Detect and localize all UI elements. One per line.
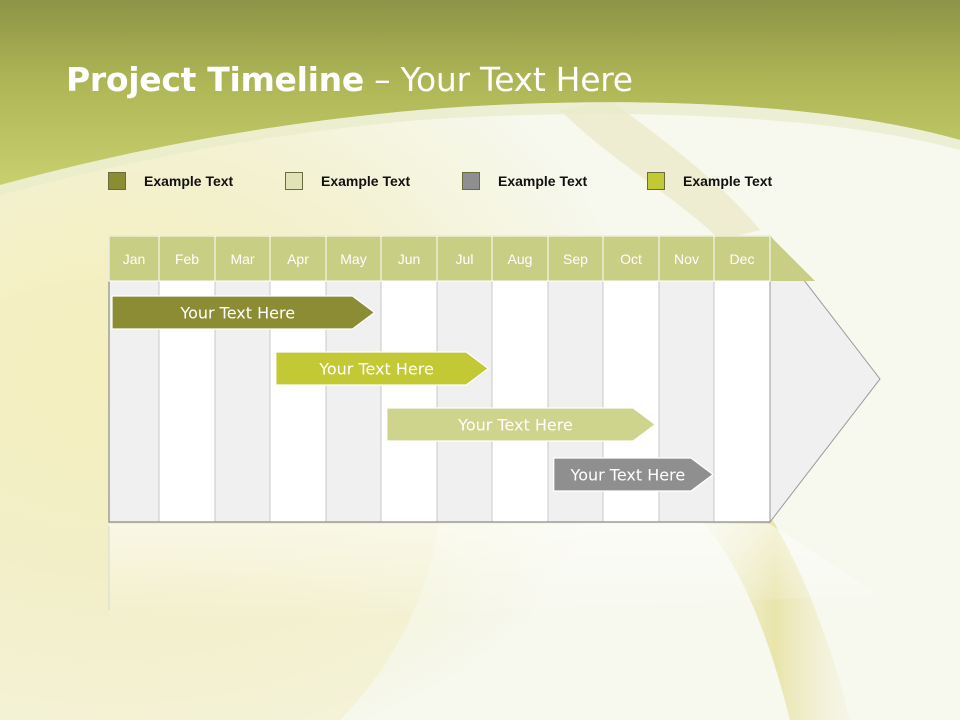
legend-swatch-3: [462, 172, 480, 190]
task-label: Your Text Here: [570, 466, 686, 485]
month-header-cell: [658, 235, 715, 282]
arrow-head-band: [770, 236, 815, 281]
legend-swatch-2: [285, 172, 303, 190]
month-header-cell: [158, 235, 216, 282]
legend-swatch-1: [108, 172, 126, 190]
task-label: Your Text Here: [457, 416, 573, 435]
title-bold: Project Timeline: [66, 60, 364, 99]
month-column: [713, 280, 771, 523]
month-column: [380, 280, 438, 523]
month-header-row: Jan Feb Mar Apr May Jun Jul Aug Sep Oct Nov Dec: [108, 235, 771, 282]
month-label: Feb: [175, 251, 199, 267]
month-label: Oct: [620, 251, 642, 267]
month-label: Nov: [674, 251, 699, 267]
task-arrow: [111, 295, 376, 330]
month-column: [436, 280, 493, 523]
slide-title: Project Timeline – Your Text Here: [66, 60, 633, 99]
legend-item-2: Example Text: [285, 170, 410, 192]
task-bar[interactable]: Your Text Here: [553, 457, 714, 492]
month-column: [491, 280, 549, 523]
task-arrow: [386, 407, 657, 442]
month-label: Mar: [230, 251, 254, 267]
month-header-cell: [325, 235, 382, 282]
task-bar[interactable]: Your Text Here: [386, 407, 657, 442]
arrow-head: [769, 234, 881, 524]
month-header-cell: [380, 235, 438, 282]
month-label: Jun: [398, 251, 421, 267]
month-label: Jan: [123, 251, 146, 267]
month-header-cell: [547, 235, 604, 282]
title-rest: – Your Text Here: [363, 60, 633, 99]
task-bar[interactable]: Your Text Here: [111, 295, 376, 330]
legend-item-4: Example Text: [647, 170, 772, 192]
month-label: Jul: [456, 251, 474, 267]
month-header-cell: [713, 235, 771, 282]
legend-label-3: Example Text: [498, 173, 588, 189]
month-label: Aug: [508, 251, 533, 267]
task-bar[interactable]: Your Text Here: [275, 351, 490, 386]
month-header-cell: [214, 235, 271, 282]
task-arrow: [275, 351, 490, 386]
month-header-cell: [602, 235, 660, 282]
task-label: Your Text Here: [179, 304, 295, 323]
task-label: Your Text Here: [318, 360, 434, 379]
month-label: Apr: [287, 251, 309, 267]
timeline-reflection: [108, 524, 880, 625]
legend-label-4: Example Text: [683, 173, 773, 189]
legend-label-2: Example Text: [321, 173, 411, 189]
legend-swatch-4: [647, 172, 665, 190]
legend-item-1: Example Text: [108, 170, 233, 192]
legend-label-1: Example Text: [144, 173, 234, 189]
month-header-cell: [108, 235, 160, 282]
month-label: Dec: [730, 251, 755, 267]
legend-item-3: Example Text: [462, 170, 587, 192]
task-arrow: [553, 457, 714, 492]
month-label: Sep: [563, 251, 588, 267]
month-label: May: [340, 251, 366, 267]
